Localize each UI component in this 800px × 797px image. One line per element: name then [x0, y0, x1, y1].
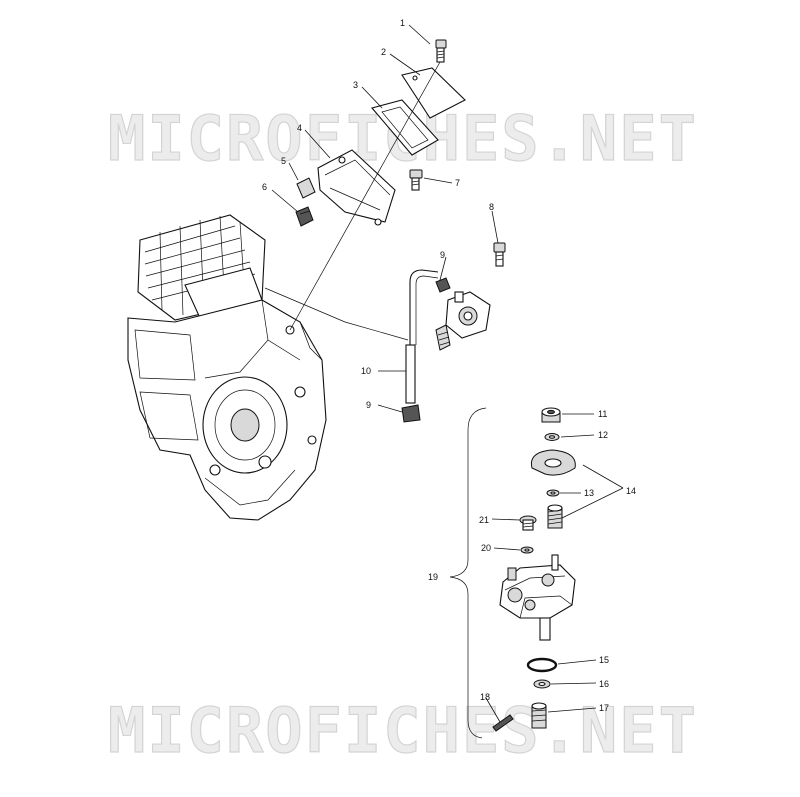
callout-3: 3 [353, 80, 358, 90]
callout-1: 1 [400, 18, 405, 28]
bolt-7-icon [409, 169, 423, 191]
nut-11-icon [541, 407, 561, 423]
cover-plate [401, 67, 466, 119]
bolt-21-icon [519, 515, 537, 531]
callout-labels: 1 2 3 4 5 6 7 8 9 10 9 11 12 13 14 15 16… [262, 18, 636, 713]
clamp-9-lower-icon [401, 404, 421, 423]
watermark-bottom: MICROFICHES.NET [108, 694, 698, 767]
seal-16-icon [533, 679, 551, 689]
callout-16: 16 [599, 679, 609, 689]
oil-fitting-body [435, 291, 491, 351]
engine-block [127, 214, 327, 521]
callout-9-lower: 9 [366, 400, 371, 410]
crankcase [127, 299, 327, 521]
callout-17: 17 [599, 703, 609, 713]
callout-14: 14 [626, 486, 636, 496]
clamp-9-upper-icon [435, 277, 451, 293]
cam-plate-14-icon [530, 449, 576, 476]
callout-2: 2 [381, 47, 386, 57]
callout-9-upper: 9 [440, 250, 445, 260]
spring-13-icon [547, 504, 563, 529]
intake-housing [317, 149, 396, 223]
washer-13-icon [546, 489, 560, 497]
callout-5: 5 [281, 156, 286, 166]
callout-12: 12 [598, 430, 608, 440]
washer-20-icon [520, 546, 534, 554]
oil-pump-assembly [449, 407, 576, 739]
intake-cover-assembly [264, 39, 466, 341]
leader-lines [271, 24, 624, 723]
bolt-1-icon [435, 39, 447, 63]
callout-13: 13 [584, 488, 594, 498]
o-ring-15-icon [526, 657, 558, 673]
assembly-line-b [264, 287, 409, 341]
callout-7: 7 [455, 178, 460, 188]
callout-15: 15 [599, 655, 609, 665]
callout-8: 8 [489, 202, 494, 212]
oil-line-assembly [401, 242, 506, 423]
oil-pump-body [499, 554, 576, 641]
pipe-10-icon [405, 344, 416, 404]
sleeve-5-icon [296, 177, 316, 199]
group-bracket-19 [449, 407, 487, 739]
pin-18-icon [492, 714, 514, 732]
oil-hose [409, 269, 439, 345]
callout-10: 10 [361, 366, 371, 376]
callout-18: 18 [480, 692, 490, 702]
washer-12-icon [544, 433, 560, 441]
callout-21: 21 [479, 515, 489, 525]
callout-11: 11 [598, 409, 607, 419]
callout-6: 6 [262, 182, 267, 192]
callout-4: 4 [297, 123, 302, 133]
assembly-line-a [289, 61, 441, 331]
callout-19: 19 [428, 572, 438, 582]
callout-20: 20 [481, 543, 491, 553]
gear-17-icon [531, 702, 547, 729]
nut-6-icon [295, 206, 314, 227]
bolt-8-icon [493, 242, 506, 267]
gasket [371, 99, 439, 156]
